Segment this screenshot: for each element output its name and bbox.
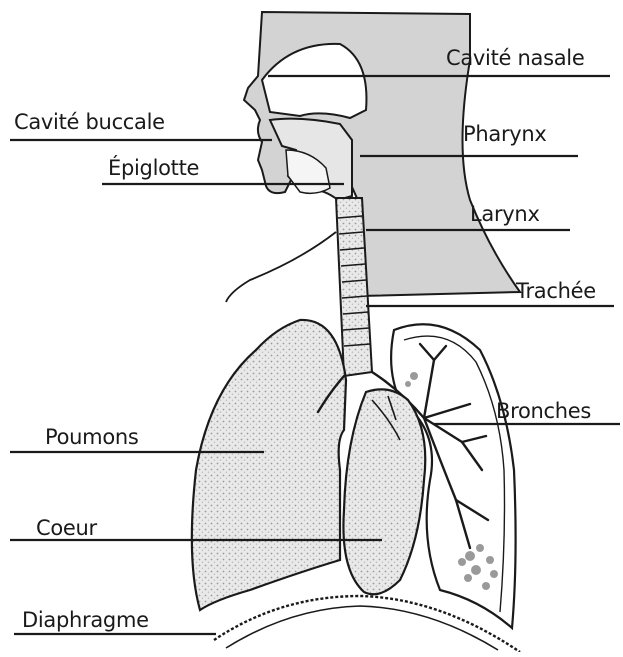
label-epiglotte: Épiglotte <box>108 158 199 179</box>
label-diaphragme: Diaphragme <box>22 610 149 631</box>
label-cavite-buccale: Cavité buccale <box>14 112 165 133</box>
label-poumons: Poumons <box>45 427 139 448</box>
label-coeur: Coeur <box>36 518 97 539</box>
label-cavite-nasale: Cavité nasale <box>446 48 584 69</box>
label-larynx: Larynx <box>470 204 540 225</box>
label-pharynx: Pharynx <box>463 124 547 145</box>
left-lung <box>192 320 346 610</box>
label-bronches: Bronches <box>496 401 591 422</box>
diaphragm <box>214 596 520 652</box>
heart <box>343 389 425 594</box>
diaphragm-inner <box>226 606 498 650</box>
label-trachee: Trachée <box>516 281 596 302</box>
shoulder-line <box>226 232 336 302</box>
